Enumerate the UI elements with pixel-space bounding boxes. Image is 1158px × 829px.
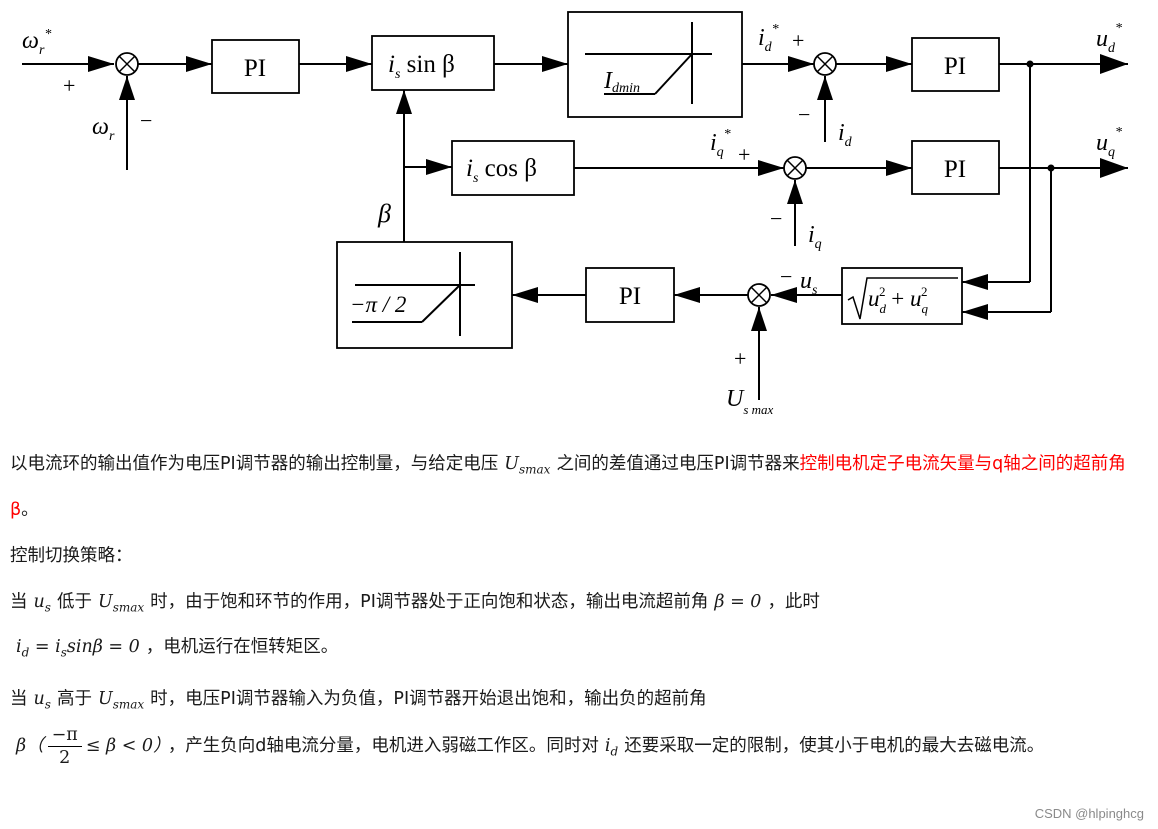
id-fb-label: id [838,120,853,150]
id-fb-sign: − [798,102,810,127]
voltage-summing-junction [747,283,771,307]
id-limiter-label: Idmin [603,68,640,96]
paragraph-2: 控制切换策略： [10,545,133,566]
pi-q-label: PI [944,156,966,183]
iq-summing-junction [783,156,807,180]
watermark: CSDN @hlpinghcg [1034,806,1144,821]
math-id-equation: id = issinβ = 0 [16,637,140,660]
is-sin-beta-label: is sin β [388,51,455,82]
is-sin-beta-block [371,35,495,91]
uq-out-label: uq* [1096,125,1122,160]
is-cos-beta-label: is cos β [466,155,537,186]
control-block-diagram: ωr* + ωr − PI is sin β Idmin id* + − id [22,11,1128,417]
voltage-magnitude-formula: ud2 + uq2 [847,277,958,320]
pi-speed-label: PI [244,55,266,82]
math-beta-zero: β = 0 [714,591,762,612]
id-limiter-curve [585,22,712,104]
math-us: us [33,591,51,615]
highlighted-text: 控制电机定子电流矢量与q轴之间的超前角β [10,454,1126,520]
omega-ref-label: ωr* [22,27,51,58]
iq-fb-label: iq [808,222,822,252]
beta-label: β [377,199,391,228]
iq-ref-sign: + [738,142,750,167]
svg-text:ud2 + uq2: ud2 + uq2 [868,284,928,316]
beta-limiter-label: −π / 2 [350,292,406,317]
pi-speed-block [211,39,300,94]
math-us: us [33,688,51,712]
omega-ref-sign: + [63,73,75,98]
us-label: us [800,268,818,298]
usmax-label: Us max [726,386,774,417]
id-limiter-block [567,11,743,118]
omega-fb-label: ωr [92,114,115,144]
us-sign: − [780,264,792,289]
pi-d-block [911,37,1000,92]
math-usmax: Usmax [97,688,145,712]
id-ref-label: id* [758,22,779,55]
beta-limiter-curve [352,252,475,336]
speed-summing-junction [115,52,139,76]
pi-voltage-label: PI [619,283,641,310]
math-usmax: Usmax [97,591,145,615]
math-id: id [604,736,619,759]
pi-d-label: PI [944,53,966,80]
math-usmax: Usmax [504,454,551,477]
usmax-sign: + [734,346,746,371]
id-ref-sign: + [792,28,804,53]
iq-ref-label: iq* [710,127,731,160]
pi-voltage-block [585,267,675,323]
ud-out-label: ud* [1096,21,1122,56]
is-cos-beta-block [451,140,575,196]
beta-limiter-block [336,241,513,349]
iq-fb-sign: − [770,206,782,231]
omega-fb-sign: − [140,108,152,133]
id-summing-junction [813,52,837,76]
